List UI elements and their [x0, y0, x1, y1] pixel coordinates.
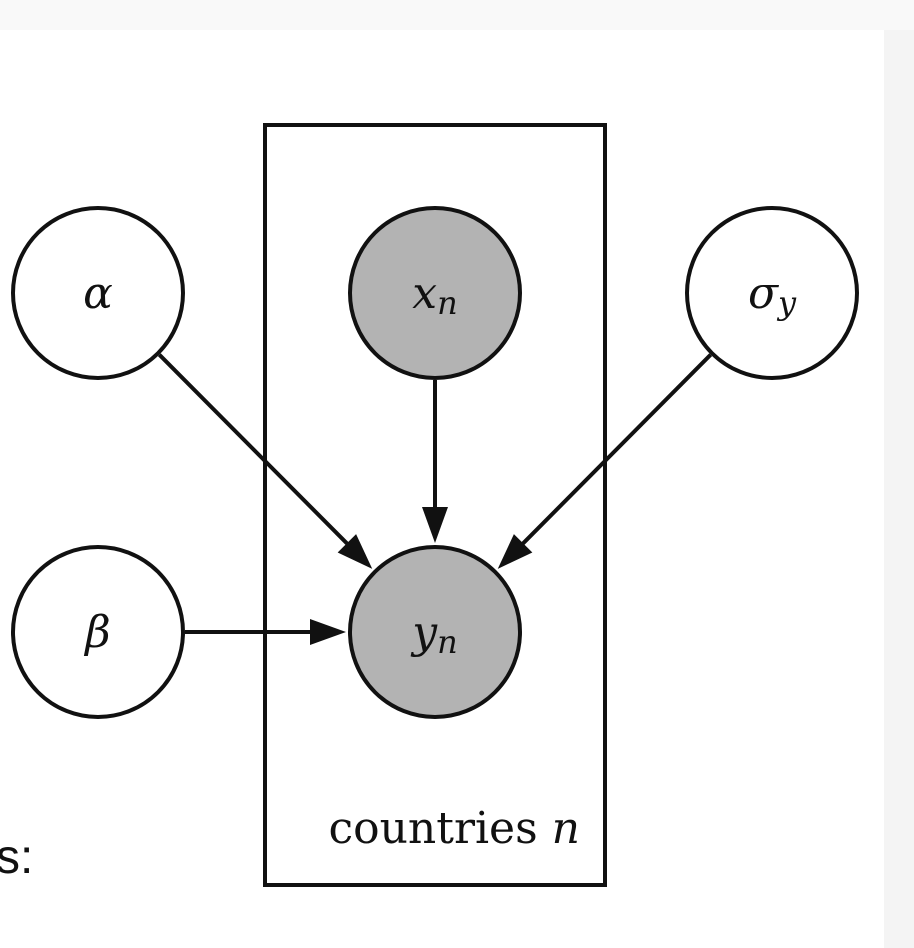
plate-label-text: countries	[328, 803, 551, 854]
node-sigma: σy	[685, 206, 859, 380]
node-sigma-circle	[685, 206, 859, 380]
node-alpha-symbol: α	[83, 268, 113, 319]
node-beta-symbol: β	[83, 607, 110, 658]
plate-countries	[263, 123, 607, 887]
node-x-label: xn	[412, 268, 457, 323]
slide-cut-text: s:	[0, 831, 33, 884]
edge-sigma-to-y	[518, 353, 713, 548]
arrow-head-x-to-y	[422, 507, 448, 543]
node-alpha: α	[11, 206, 185, 380]
node-sigma-symbol: σ	[748, 268, 780, 319]
slide-background	[0, 30, 884, 948]
edges	[157, 353, 713, 645]
node-x-symbol: x	[412, 268, 437, 319]
node-y-circle	[348, 545, 522, 719]
node-alpha-circle	[11, 206, 185, 380]
slide-right-margin	[884, 30, 914, 948]
arrow-head-beta-to-y	[310, 619, 346, 645]
node-y-subscript: n	[437, 623, 458, 661]
node-x: xn	[348, 206, 522, 380]
plate-label: countries n	[328, 803, 580, 854]
node-x-subscript: n	[437, 284, 458, 322]
slide-top-strip	[0, 0, 914, 30]
node-beta-label: β	[83, 607, 110, 658]
edge-alpha-to-y	[157, 353, 352, 548]
node-beta-circle	[11, 545, 185, 719]
node-alpha-label: α	[83, 268, 113, 319]
node-beta: β	[11, 545, 185, 719]
node-x-circle	[348, 206, 522, 380]
node-sigma-label: σy	[748, 268, 797, 323]
arrow-head-alpha-to-y	[337, 534, 373, 569]
node-sigma-subscript: y	[776, 284, 797, 322]
node-y-symbol: y	[410, 607, 438, 658]
arrow-head-sigma-to-y	[497, 534, 533, 569]
plate-label-index: n	[552, 803, 580, 854]
node-y-label: yn	[410, 607, 457, 662]
node-y: yn	[348, 545, 522, 719]
